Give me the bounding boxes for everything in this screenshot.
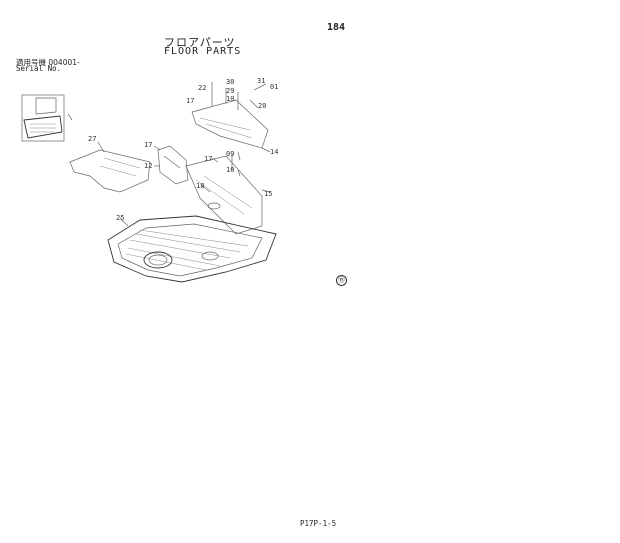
part-callouts: 30 22 29 31 01 17 10 20 27 17 12 17 09 1… xyxy=(88,77,278,222)
callout: 10 xyxy=(226,95,234,103)
revision-mark: ⑮ xyxy=(336,275,347,286)
callout: 17 xyxy=(186,97,194,105)
bracket-12 xyxy=(157,145,189,185)
callout: 31 xyxy=(257,77,265,85)
callout: 10 xyxy=(226,166,234,174)
callout: 17 xyxy=(204,155,212,163)
callout: 01 xyxy=(270,83,278,91)
callout: 15 xyxy=(264,190,272,198)
callout: 14 xyxy=(270,148,278,156)
callout: 12 xyxy=(144,162,152,170)
callout: 30 xyxy=(226,78,234,86)
side-panel xyxy=(185,154,263,235)
callout: 18 xyxy=(196,182,204,190)
page-number: 184 xyxy=(327,22,346,33)
callout: 25 xyxy=(116,214,124,222)
callout: 22 xyxy=(198,84,206,92)
callout: 09 xyxy=(226,150,234,158)
callout: 29 xyxy=(226,87,234,95)
title-japanese: フロアパーツ xyxy=(164,36,236,49)
title-english: FLOOR PARTS xyxy=(164,46,242,57)
serial-label-english: Serial No. xyxy=(16,64,62,73)
callout: 27 xyxy=(88,135,96,143)
leader-lines xyxy=(97,141,271,227)
callout: 20 xyxy=(258,102,266,110)
machine-thumbnail xyxy=(21,94,73,142)
callout: 17 xyxy=(144,141,152,149)
serial-label-japanese: 適用号機 004001- xyxy=(16,58,80,67)
footer-code: P17P-1-5 xyxy=(300,519,337,528)
main-floor-plate xyxy=(107,215,277,283)
floor-mat-27 xyxy=(69,149,151,193)
